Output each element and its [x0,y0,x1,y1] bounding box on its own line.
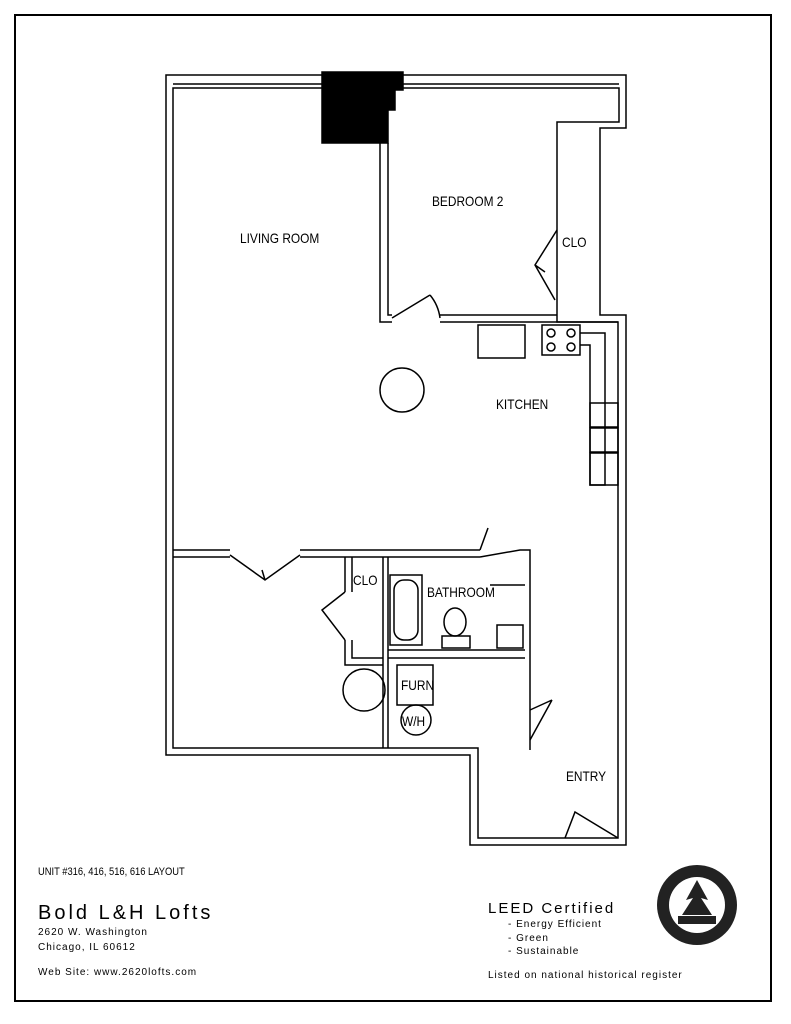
historical-register: Listed on national historical register [488,970,683,981]
tub-inner [393,579,419,641]
closet-door-2 [320,591,346,641]
refrigerator [477,324,526,359]
burner [546,342,556,352]
bathtub [389,574,423,646]
sink-right [589,427,619,453]
hall-closet-door [229,554,301,581]
layout-caption: UNIT #316, 416, 516, 616 LAYOUT [38,866,185,878]
inner-wall [172,87,620,839]
leed-item: - Green [508,933,549,944]
leed-title: LEED Certified [488,900,616,917]
chimney [321,71,404,144]
bedroom-door [391,294,441,319]
leed-item: - Energy Efficient [508,919,602,930]
address-line-2: Chicago, IL 60612 [38,942,136,953]
room-label-kitchen: KITCHEN [496,396,549,412]
burner [546,328,556,338]
room-label-water-heater: W/H [402,713,426,729]
bathroom-wall [388,584,525,659]
kitchen-counter [580,332,606,486]
burner [566,342,576,352]
room-label-closet: CLO [562,234,587,250]
room-label-entry: ENTRY [566,768,607,784]
address-line-1: 2620 W. Washington [38,927,148,938]
dishwasher [589,452,619,486]
entry-door [529,699,619,839]
page-border [14,14,772,1002]
range [541,324,581,356]
toilet-tank [441,635,471,649]
closet-door [534,229,558,301]
column [379,367,425,413]
bedroom-wall [379,143,618,323]
building-name: Bold L&H Lofts [38,902,214,924]
water-heater [400,704,432,736]
leed-item: - Sustainable [508,946,580,957]
burner [566,328,576,338]
room-label-bathroom: BATHROOM [427,584,495,600]
hall-wall [173,527,531,750]
room-label-bedroom: BEDROOM 2 [432,193,504,209]
vanity-sink [496,624,524,649]
room-label-living: LIVING ROOM [240,230,320,246]
room-label-furnace: FURN [401,677,435,693]
usgbc-logo [657,865,737,945]
sink-left [589,402,619,428]
toilet [443,607,467,637]
outer-wall [165,74,627,846]
column-2 [342,668,386,712]
website: Web Site: www.2620lofts.com [38,967,198,978]
closet-wall [344,557,389,748]
room-label-closet-2: CLO [353,572,378,588]
